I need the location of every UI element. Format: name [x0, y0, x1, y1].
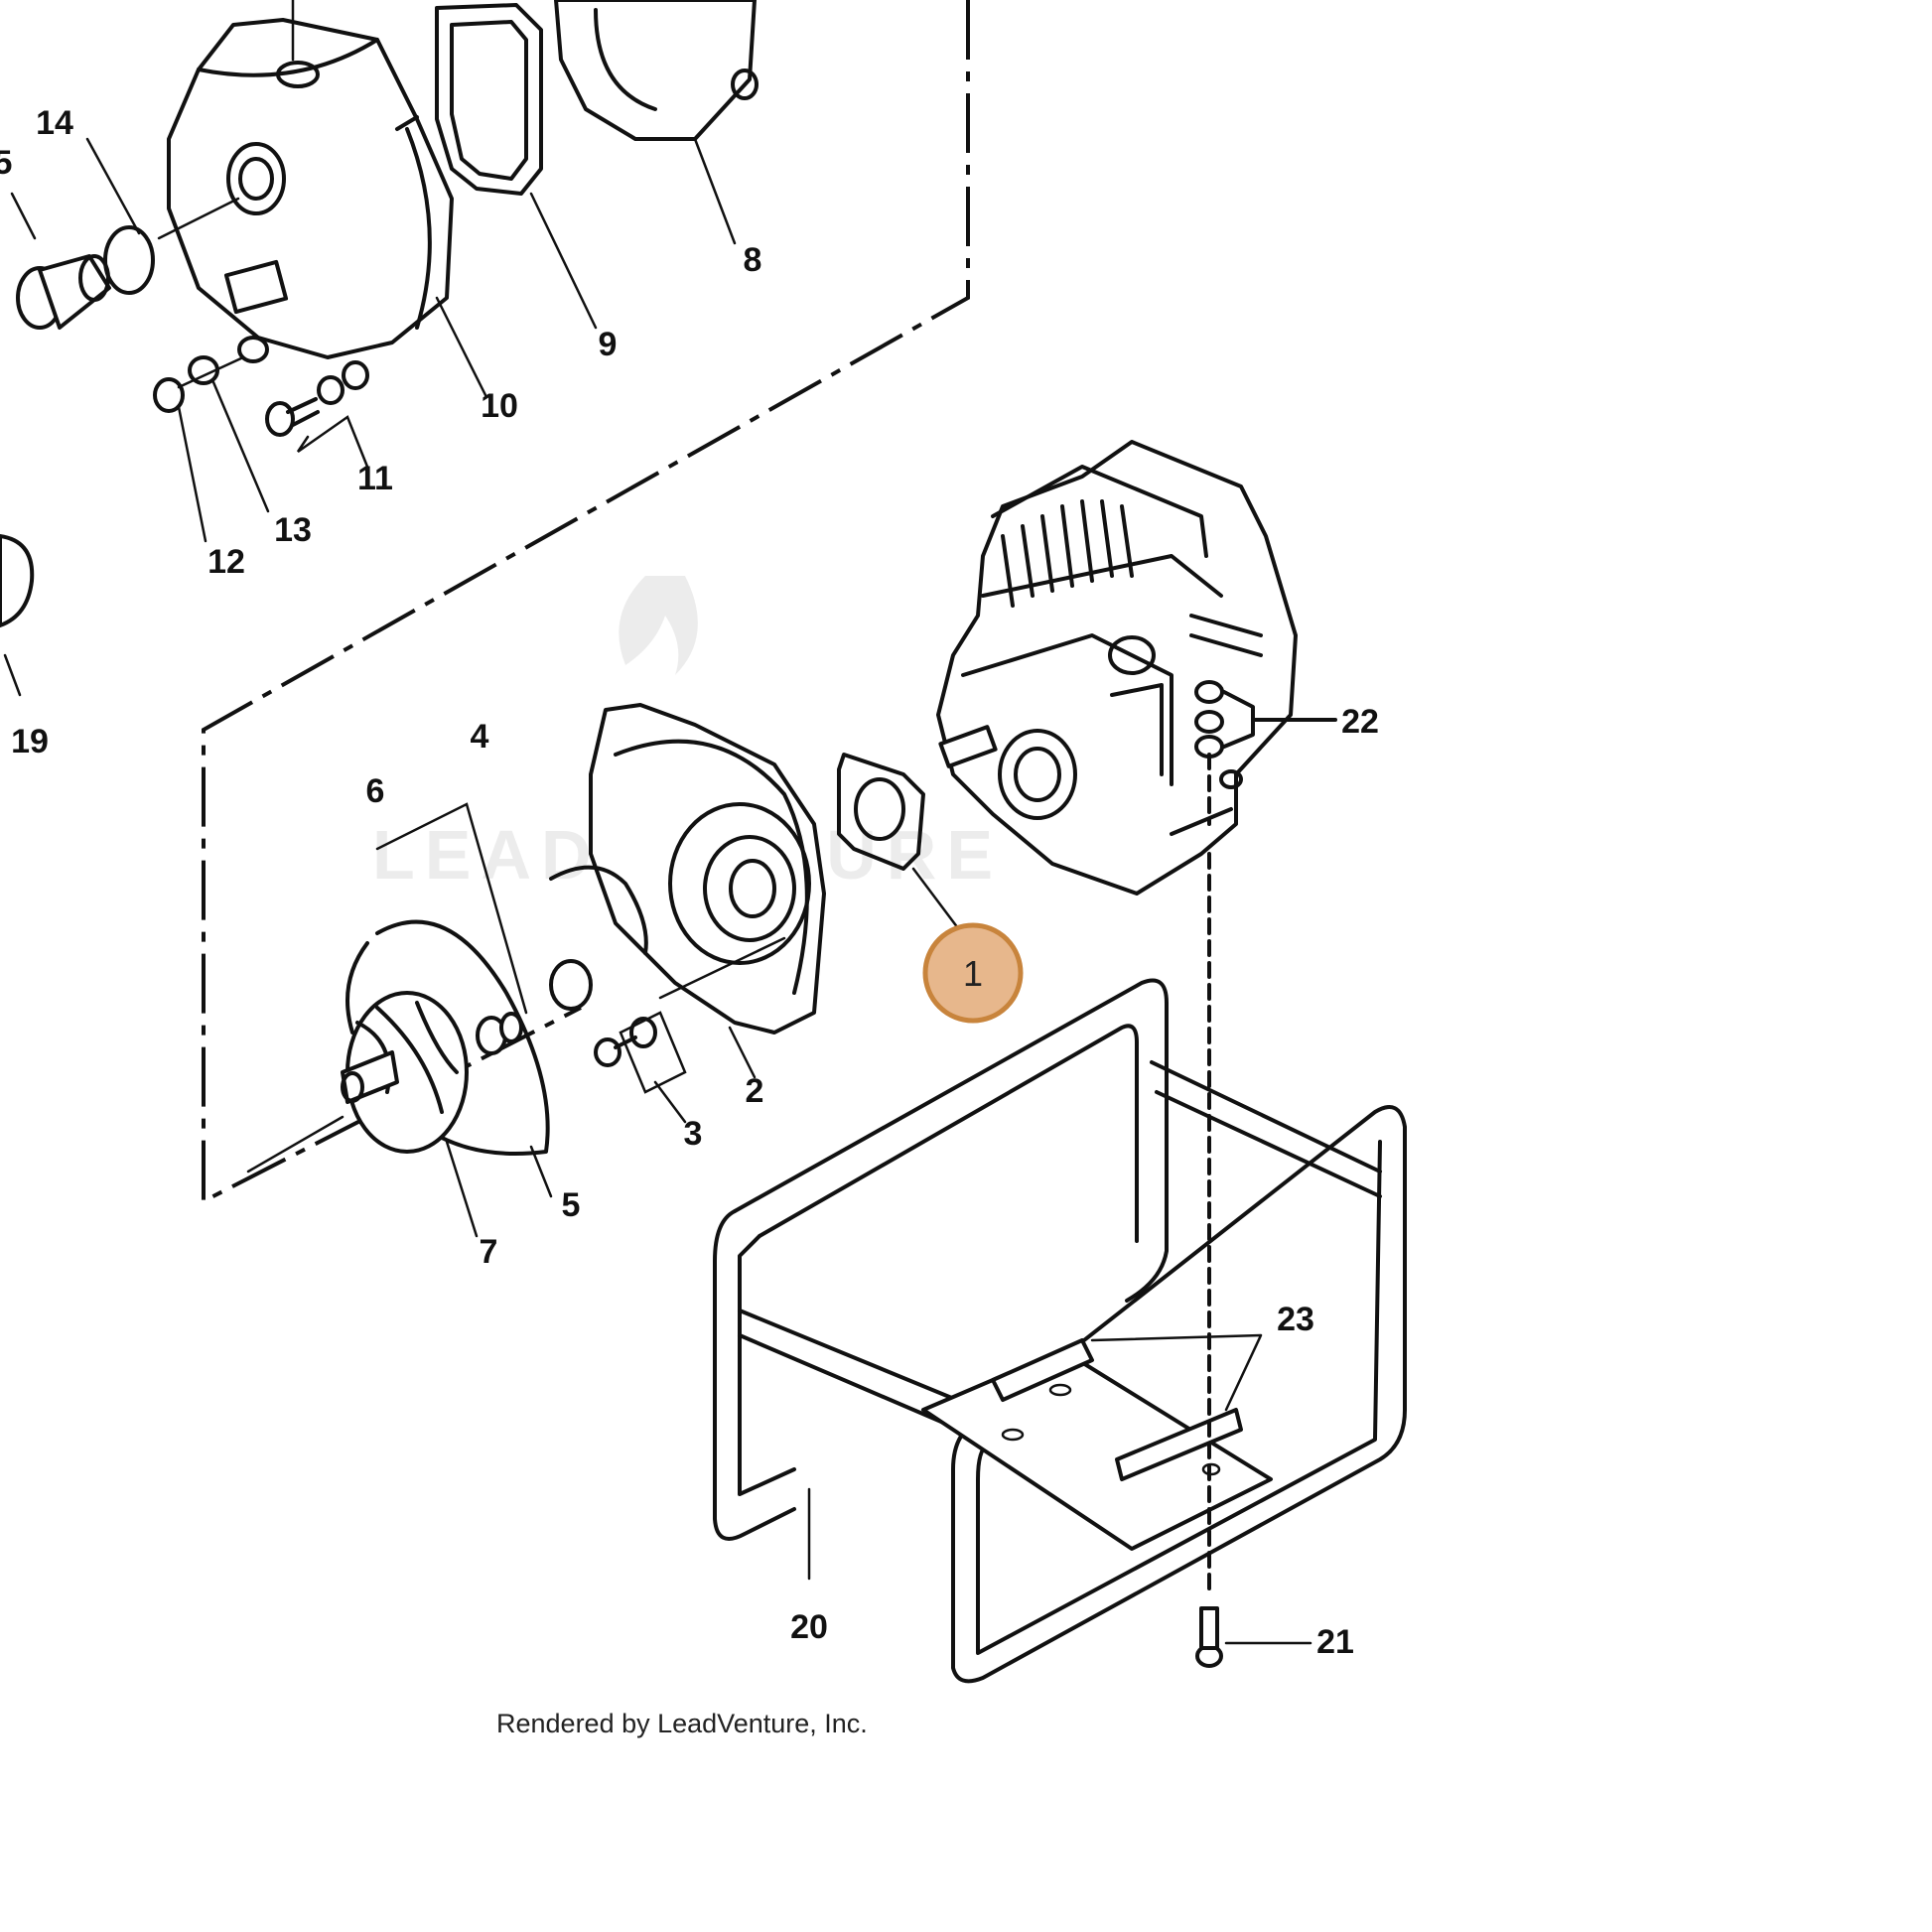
mechanical-seal — [549, 959, 593, 1011]
part-19-label: 19 — [11, 723, 49, 760]
part-14-label: 14 — [36, 104, 73, 142]
pump-casing — [167, 0, 454, 363]
o-ring-5 — [375, 919, 550, 1156]
housing-bolts — [594, 1011, 687, 1094]
part-21-label: 21 — [1316, 1623, 1354, 1661]
part-23-label: 23 — [1277, 1301, 1314, 1338]
part-15-label: 5 — [0, 144, 12, 182]
part-19-shape — [0, 534, 35, 627]
part-6-label: 6 — [366, 772, 385, 810]
o-ring-14 — [103, 225, 155, 295]
engine — [936, 440, 1298, 896]
frame-bolt — [1195, 1606, 1312, 1668]
o-ring-4 — [549, 865, 648, 955]
part-12-label: 12 — [207, 543, 245, 581]
casing-gasket — [435, 3, 543, 196]
frame — [713, 852, 1407, 1684]
render-credit: Rendered by LeadVenture, Inc. — [496, 1709, 868, 1738]
part-2-label: 2 — [746, 1072, 764, 1110]
part-3-label: 3 — [684, 1115, 703, 1153]
part-22-label: 22 — [1341, 703, 1379, 741]
part-labels: 1 2 3 4 5 6 7 8 9 10 11 12 13 14 5 19 20… — [0, 104, 1379, 1661]
part-8-label: 8 — [744, 241, 762, 279]
leader-lines — [3, 137, 811, 1581]
part-1-label: 1 — [963, 953, 983, 994]
part-9-label: 9 — [599, 326, 618, 363]
hose-fitting — [16, 254, 111, 330]
part-4-label: 4 — [471, 718, 489, 756]
pump-housing — [589, 703, 826, 1035]
engine-mount-fasteners — [1194, 680, 1337, 826]
impeller — [246, 991, 469, 1173]
part-20-label: 20 — [790, 1608, 828, 1646]
volute-cover — [554, 0, 759, 141]
part-11-label: 11 — [357, 460, 393, 497]
fasteners-top — [153, 355, 369, 437]
part-1-highlight[interactable] — [922, 922, 1024, 1024]
part-13-label: 13 — [274, 511, 312, 549]
part-7-label: 7 — [480, 1233, 498, 1271]
pump-group-boundary — [202, 0, 970, 1205]
part-10-label: 10 — [481, 387, 518, 425]
part-5-label: 5 — [562, 1186, 581, 1224]
engine-gasket — [837, 753, 960, 930]
wear-ring — [375, 802, 528, 1055]
part-23-leader — [1090, 1333, 1263, 1412]
